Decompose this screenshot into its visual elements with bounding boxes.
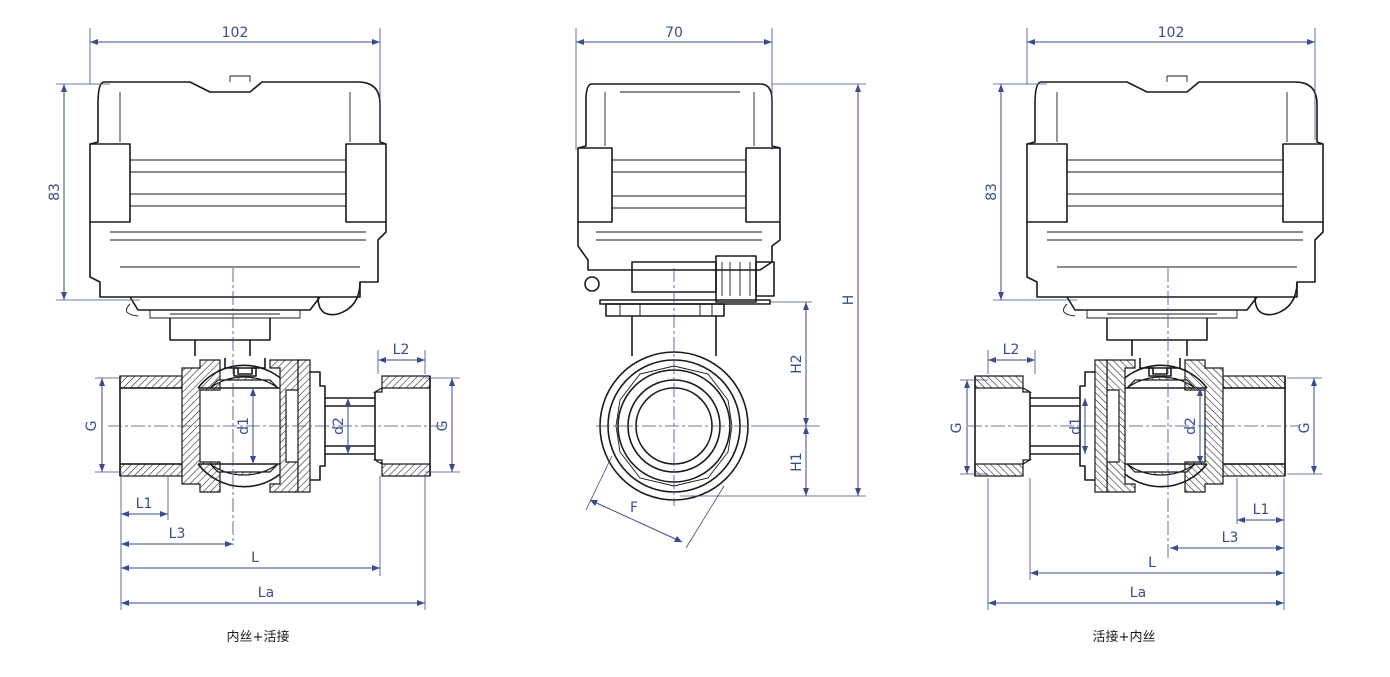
dim-d2-left: d2 xyxy=(331,417,347,435)
dim-d1-right: d1 xyxy=(1068,417,1084,435)
dim-g-right-r: G xyxy=(1297,423,1313,434)
dim-d2-right: d2 xyxy=(1183,417,1199,435)
dim-70: 70 xyxy=(665,25,683,41)
dim-h2: H2 xyxy=(789,354,805,373)
dim-g-right: G xyxy=(435,421,451,432)
dim-l1-right: L1 xyxy=(1253,502,1270,518)
dim-102-left: 102 xyxy=(222,25,249,41)
side-view: 70 H H2 H1 F xyxy=(575,25,866,549)
dim-g-left: G xyxy=(84,421,100,432)
dim-g-left-r: G xyxy=(949,423,965,434)
dim-83-right: 83 xyxy=(984,183,1000,201)
dim-l1-left: L1 xyxy=(136,496,153,512)
dim-83-left: 83 xyxy=(47,183,63,201)
dim-102-right: 102 xyxy=(1158,25,1185,41)
dim-l-left: L xyxy=(251,550,259,566)
dim-l-right: L xyxy=(1148,555,1156,571)
right-front-view: 102 83 G d1 d2 G L2 xyxy=(949,25,1324,645)
dim-la-right: La xyxy=(1130,585,1146,601)
dim-l2-right: L2 xyxy=(1003,342,1020,358)
dim-h1: H1 xyxy=(789,452,805,471)
dim-la-left: La xyxy=(258,585,274,601)
caption-right: 活接+内丝 xyxy=(1093,629,1156,645)
dim-l2-left: L2 xyxy=(393,342,410,358)
left-front-view: 102 83 G d1 d2 G L2 xyxy=(47,25,460,645)
dim-f: F xyxy=(630,500,638,516)
dim-h: H xyxy=(841,295,857,306)
caption-left: 内丝+活接 xyxy=(227,629,290,645)
dim-l3-right: L3 xyxy=(1222,530,1239,546)
dim-d1-left: d1 xyxy=(236,417,252,435)
dim-l3-left: L3 xyxy=(169,526,186,542)
